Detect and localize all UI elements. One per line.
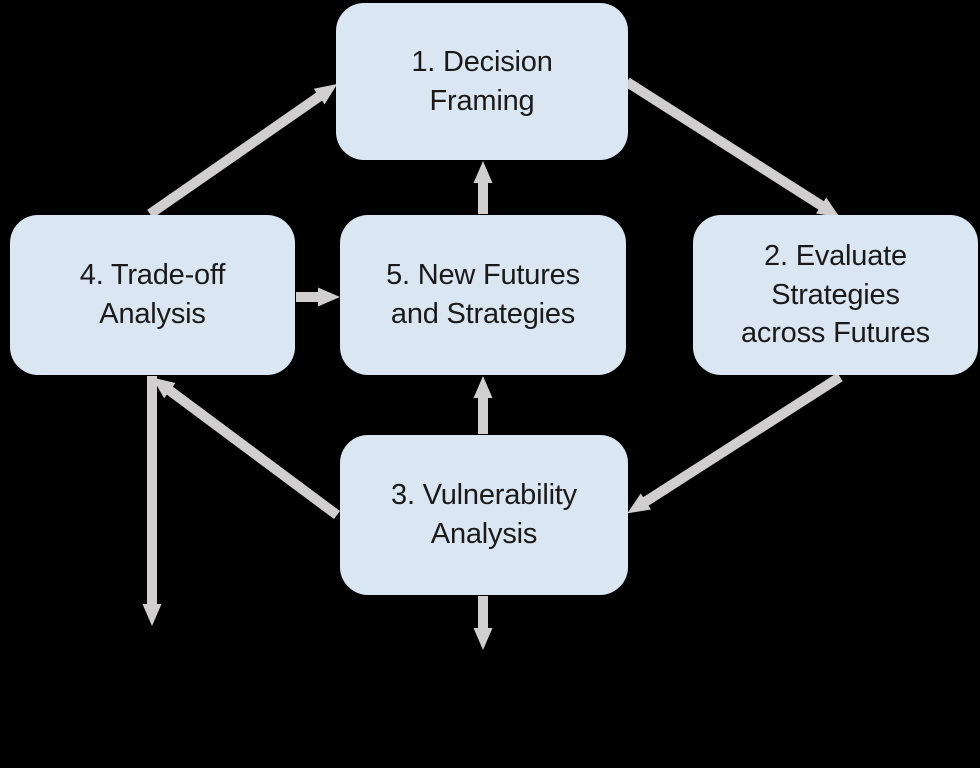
node-label-line: 4. Trade-off xyxy=(79,259,226,292)
node-evaluate-strategies: 2. Evaluate Strategies across Futures xyxy=(693,215,978,375)
node-tradeoff-analysis: 4. Trade-off Analysis xyxy=(10,215,295,375)
node-vulnerability-analysis: 3. Vulnerability Analysis xyxy=(340,435,628,595)
node-label-line: Analysis xyxy=(99,298,206,330)
node-label-line: across Futures xyxy=(741,317,930,350)
arrow-evaluate-strategies-to-vulnerability-analysis xyxy=(627,372,843,514)
node-label-line: and Strategies xyxy=(390,298,576,330)
arrow-tradeoff-to-decision-framing xyxy=(147,84,338,219)
node-label-line: Strategies xyxy=(771,278,900,311)
node-decision-framing: 1. Decision Framing xyxy=(336,3,628,160)
node-new-futures-strategies: 5. New Futures and Strategies xyxy=(340,215,626,375)
node-label-line: Framing xyxy=(429,84,535,117)
node-label-line: 5. New Futures xyxy=(386,259,580,292)
node-label-line: 1. Decision xyxy=(411,45,553,78)
node-label-line: Analysis xyxy=(430,518,538,550)
arrow-vulnerability-analysis-to-tradeoff xyxy=(152,377,340,520)
arrow-decision-framing-to-evaluate-strategies xyxy=(624,77,840,218)
node-label-line: 3. Vulnerability xyxy=(391,479,577,512)
node-label-line: 2. Evaluate xyxy=(764,239,907,272)
